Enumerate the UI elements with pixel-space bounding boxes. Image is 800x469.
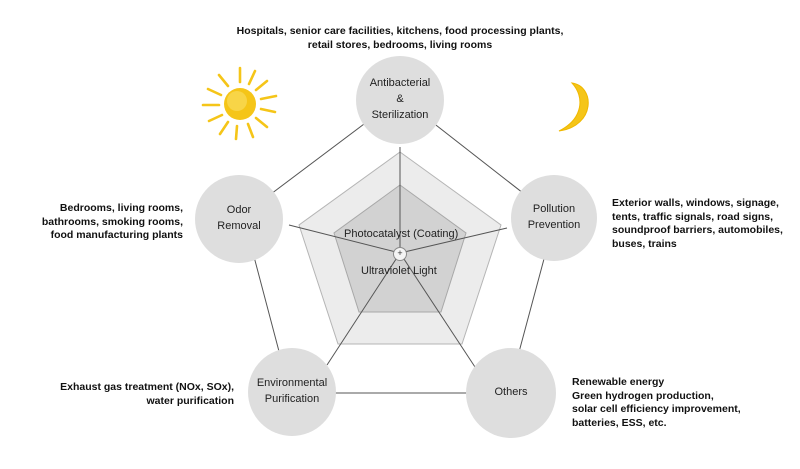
center-label-photocatalyst: Photocatalyst (Coating) — [344, 228, 459, 240]
desc-antibacterial: Hospitals, senior care facilities, kitch… — [236, 25, 564, 51]
node-odor-removal: Odor Removal — [195, 175, 283, 263]
radial-lines — [288, 147, 508, 368]
node-antibacterial: Antibacterial & Sterilization — [356, 56, 444, 144]
node-pollution-prevention: Pollution Prevention — [511, 175, 597, 261]
plus-icon: + — [393, 247, 407, 261]
node-environmental-purification: Environmental Purification — [248, 348, 336, 436]
desc-others: Renewable energy Green hydrogen producti… — [572, 376, 741, 429]
sun-icon — [201, 66, 278, 141]
desc-environmental-purification: Exhaust gas treatment (NOx, SOx), water … — [60, 381, 234, 407]
desc-pollution-prevention: Exterior walls, windows, signage, tents,… — [612, 197, 783, 250]
node-others: Others — [466, 348, 556, 438]
center-label-ultraviolet: Ultraviolet Light — [361, 265, 437, 277]
moon-icon — [558, 82, 589, 132]
desc-odor-removal: Bedrooms, living rooms, bathrooms, smoki… — [41, 202, 183, 242]
